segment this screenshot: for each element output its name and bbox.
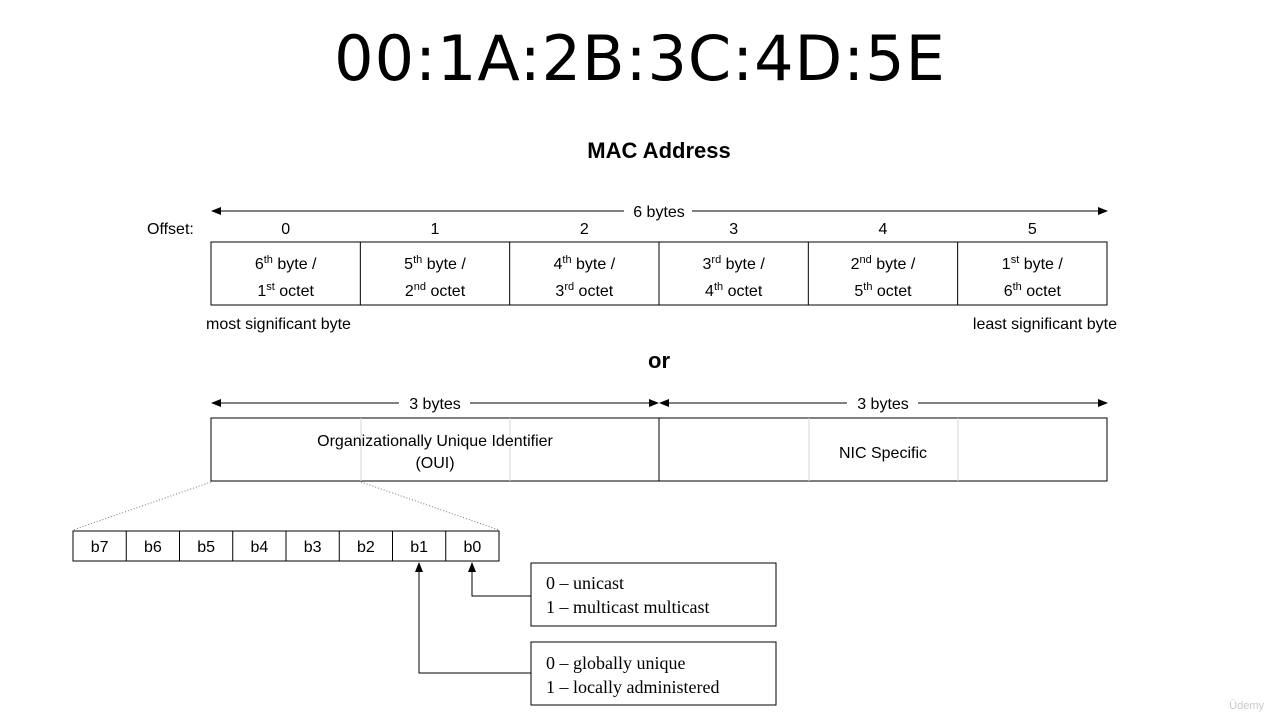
- ordinal-number: 2: [405, 283, 414, 300]
- ordinal-rest: octet: [574, 283, 614, 300]
- ordinal-suffix: rd: [711, 254, 721, 266]
- byte-0-line1: 6th byte /: [255, 254, 317, 273]
- offset-4: 4: [879, 221, 888, 238]
- ordinal-rest: byte /: [872, 256, 916, 273]
- bit-b1: b1: [410, 539, 428, 556]
- ordinal-rest: byte /: [273, 256, 317, 273]
- byte-5-line2: 6th octet: [1004, 281, 1062, 300]
- ordinal-number: 1: [1002, 256, 1011, 273]
- bit-b2: b2: [357, 539, 375, 556]
- ordinal-number: 5: [404, 256, 413, 273]
- nic-bytes-label: 3 bytes: [857, 396, 909, 413]
- ordinal-rest: octet: [426, 283, 466, 300]
- diagram-title: MAC Address: [587, 138, 731, 163]
- byte-3-line1: 3rd byte /: [703, 254, 766, 273]
- bit-row: b7 b6 b5 b4 b3 b2 b1 b0: [72, 530, 500, 562]
- byte-4-line2: 5th octet: [854, 281, 912, 300]
- byte-5-line1: 1st byte /: [1002, 254, 1064, 273]
- byte-0-line2: 1st octet: [257, 281, 314, 300]
- b1-note-line1: 0 – globally unique: [546, 653, 685, 673]
- ordinal-rest: byte /: [721, 256, 765, 273]
- oui-bytes-label: 3 bytes: [409, 396, 461, 413]
- ordinal-suffix: th: [1013, 281, 1022, 293]
- or-label: or: [648, 348, 670, 373]
- ordinal-number: 3: [555, 283, 564, 300]
- ordinal-rest: octet: [723, 283, 763, 300]
- ordinal-number: 1: [257, 283, 266, 300]
- byte-2-line2: 3rd octet: [555, 281, 613, 300]
- ordinal-rest: octet: [872, 283, 912, 300]
- offset-2: 2: [580, 221, 589, 238]
- b1-note-box: 0 – globally unique 1 – locally administ…: [530, 641, 777, 706]
- ordinal-suffix: st: [1011, 254, 1020, 266]
- ordinal-number: 3: [703, 256, 712, 273]
- offset-numbers: 0 1 2 3 4 5: [281, 221, 1037, 238]
- bit-b5: b5: [197, 539, 215, 556]
- ordinal-number: 2: [851, 256, 860, 273]
- ordinal-suffix: th: [863, 281, 872, 293]
- byte-1-line2: 2nd octet: [405, 281, 466, 300]
- ordinal-rest: octet: [275, 283, 315, 300]
- oui-label: Organizationally Unique Identifier: [317, 433, 553, 450]
- nic-specific-label: NIC Specific: [839, 445, 927, 462]
- byte-3-line2: 4th octet: [705, 281, 763, 300]
- ordinal-suffix: nd: [860, 254, 872, 266]
- udemy-watermark: Üdemy: [1229, 700, 1264, 712]
- bit-b0: b0: [463, 539, 481, 556]
- offset-1: 1: [431, 221, 440, 238]
- oui-nic-row: Organizationally Unique Identifier (OUI)…: [210, 417, 1108, 482]
- b0-pointer: [468, 562, 531, 597]
- b1-pointer: [415, 562, 531, 674]
- b0-note-line2: 1 – multicast multicast: [546, 597, 709, 617]
- offset-0: 0: [281, 221, 290, 238]
- ordinal-rest: byte /: [572, 256, 616, 273]
- byte-2-line1: 4th byte /: [553, 254, 615, 273]
- ordinal-rest: byte /: [422, 256, 466, 273]
- ordinal-suffix: th: [714, 281, 723, 293]
- bit-b6: b6: [144, 539, 162, 556]
- six-bytes-dimension: 6 bytes: [211, 204, 1108, 221]
- b1-note-line2: 1 – locally administered: [546, 677, 719, 697]
- ordinal-number: 4: [705, 283, 714, 300]
- ordinal-number: 6: [255, 256, 264, 273]
- bit-b4: b4: [250, 539, 268, 556]
- oui-dimension: 3 bytes: [211, 396, 659, 413]
- offset-3: 3: [729, 221, 738, 238]
- byte-1-line1: 5th byte /: [404, 254, 466, 273]
- mac-address-heading: 00:1A:2B:3C:4D:5E: [334, 22, 946, 95]
- bit-b3: b3: [304, 539, 322, 556]
- ordinal-number: 6: [1004, 283, 1013, 300]
- lsb-label: least significant byte: [973, 316, 1117, 333]
- six-bytes-label: 6 bytes: [633, 204, 685, 221]
- b0-note-box: 0 – unicast 1 – multicast multicast: [530, 562, 777, 627]
- ordinal-suffix: th: [562, 254, 571, 266]
- ordinal-suffix: nd: [414, 281, 426, 293]
- ordinal-suffix: rd: [564, 281, 574, 293]
- ordinal-number: 4: [553, 256, 562, 273]
- ordinal-rest: byte /: [1019, 256, 1063, 273]
- zoom-line-left: [72, 481, 212, 531]
- msb-label: most significant byte: [206, 316, 351, 333]
- bit-b7: b7: [91, 539, 109, 556]
- zoom-line-right: [360, 481, 500, 531]
- offset-5: 5: [1028, 221, 1037, 238]
- ordinal-number: 5: [854, 283, 863, 300]
- nic-dimension: 3 bytes: [659, 396, 1108, 413]
- ordinal-suffix: th: [264, 254, 273, 266]
- b0-note-line1: 0 – unicast: [546, 573, 624, 593]
- ordinal-suffix: th: [413, 254, 422, 266]
- oui-abbrev: (OUI): [415, 455, 454, 472]
- ordinal-rest: octet: [1022, 283, 1062, 300]
- byte-4-line1: 2nd byte /: [851, 254, 916, 273]
- ordinal-suffix: st: [266, 281, 275, 293]
- offset-label: Offset:: [147, 221, 194, 238]
